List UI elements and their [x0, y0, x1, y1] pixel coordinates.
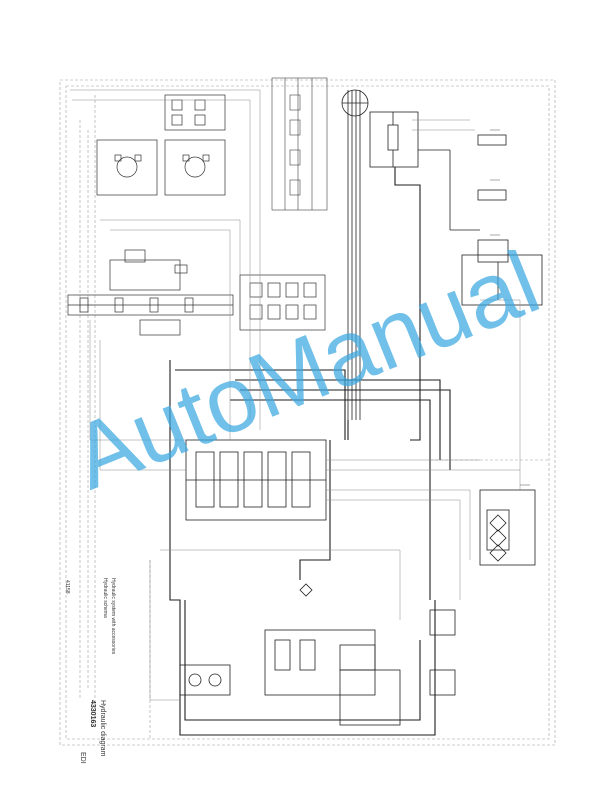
title-block-number: 4330163 [89, 700, 96, 728]
reference-ticks [490, 129, 530, 486]
pressure-lines [169, 167, 451, 736]
pilot-lines [70, 89, 521, 701]
frame-dashed-lines [59, 79, 556, 746]
title-block-code: EDI [79, 752, 86, 764]
rotary-joint [341, 89, 369, 420]
filter-block-right [479, 489, 536, 566]
cylinders-right [418, 134, 543, 306]
valve-block-top-left [96, 94, 226, 196]
control-block-left [67, 249, 234, 336]
notes-line3: 41158 [64, 580, 70, 594]
title-block-line1: Hydraulic diagram [99, 700, 106, 757]
notes-line2: Hydraulic schema [102, 578, 108, 618]
parts-list-box [271, 77, 328, 211]
notes-line1: Hydraulic system with accessories [110, 578, 116, 655]
cylinder-box-top-right [369, 111, 419, 168]
main-valve-bank [185, 439, 327, 521]
